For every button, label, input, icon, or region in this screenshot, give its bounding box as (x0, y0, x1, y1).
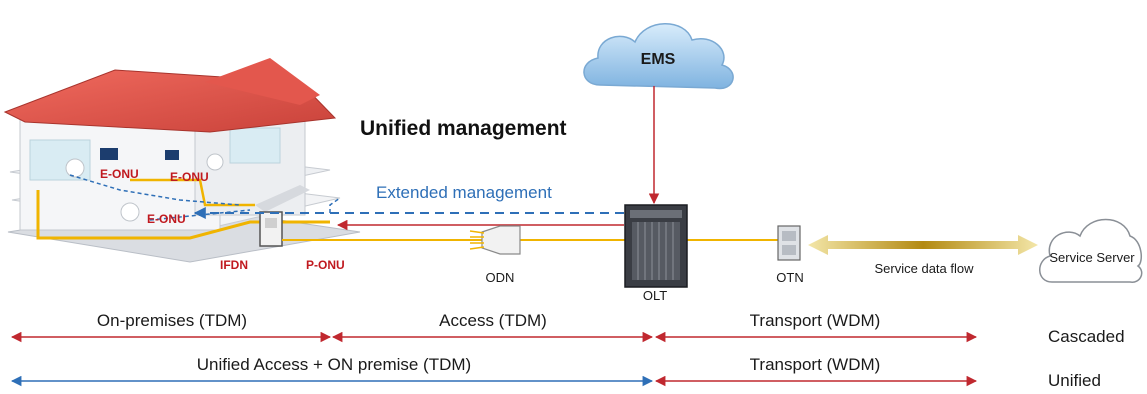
p-onu-label: P-ONU (306, 258, 345, 272)
otn-device-icon (777, 225, 801, 261)
olt-chassis-icon (624, 204, 688, 288)
odn-splitter-icon (469, 225, 521, 255)
segment-transport-label: Transport (WDM) (750, 311, 881, 330)
unified-management-title: Unified management (360, 117, 567, 140)
olt-label: OLT (643, 288, 667, 303)
extended-management-label: Extended management (376, 183, 552, 202)
ems-label: EMS (641, 51, 676, 68)
unified-row-label: Unified (1048, 371, 1101, 390)
e-onu-label-3: E-ONU (147, 212, 186, 226)
service-server-cloud-icon (1039, 218, 1143, 283)
cascaded-row-label: Cascaded (1048, 327, 1125, 346)
otn-label: OTN (776, 270, 803, 285)
service-data-flow-arrow (808, 235, 1038, 255)
e-onu-label-2: E-ONU (170, 170, 209, 184)
house-illustration (3, 58, 361, 263)
p-onu-device-icon (259, 211, 283, 247)
service-server-label: Service Server (1049, 250, 1135, 265)
ifdn-label: IFDN (220, 258, 248, 272)
segment-on-premises-label: On-premises (TDM) (97, 311, 247, 330)
e-onu-label-1: E-ONU (100, 167, 139, 181)
segment-unified-access-label: Unified Access + ON premise (TDM) (197, 355, 471, 374)
odn-label: ODN (486, 270, 515, 285)
segment-access-label: Access (TDM) (439, 311, 547, 330)
ems-cloud-icon (583, 23, 734, 90)
service-data-flow-label: Service data flow (875, 261, 975, 276)
segment-unified-transport-label: Transport (WDM) (750, 355, 881, 374)
